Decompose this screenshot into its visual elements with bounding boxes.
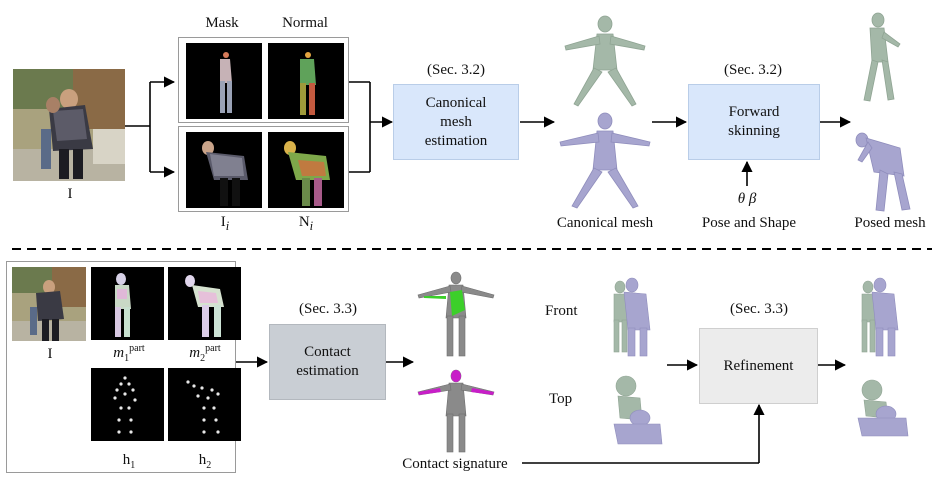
mask-thumbnail-person-1	[186, 43, 262, 119]
m1-base: m	[113, 345, 125, 361]
sec-label-forward: (Sec. 3.2)	[724, 62, 782, 78]
m2-sup: part	[205, 343, 221, 354]
mask-thumbnail-person-2	[186, 132, 262, 208]
theta-beta-label: θ β	[737, 191, 757, 207]
contact-estimation-text: Contact estimation	[296, 344, 359, 379]
contact-estimation-box: Contact estimation	[269, 324, 386, 400]
label-Ii-sub: i	[225, 219, 230, 233]
m1-sub: 1	[124, 353, 130, 364]
sec-label-refine: (Sec. 3.3)	[730, 301, 788, 317]
m1-part-label: m1part	[102, 343, 156, 364]
canonical-mesh-label: Canonical mesh	[556, 215, 654, 231]
refinement-box: Refinement	[699, 328, 818, 404]
sec-label-contact: (Sec. 3.3)	[299, 301, 357, 317]
m2-part-label: m2part	[178, 343, 232, 364]
normal-thumbnail-person-1	[268, 43, 344, 119]
sec-label-canonical: (Sec. 3.2)	[427, 62, 485, 78]
label-Ii-base: I	[220, 214, 226, 230]
mask-column-header: Mask	[205, 15, 239, 31]
h1-sub: 1	[130, 460, 136, 471]
pose-shape-label: Pose and Shape	[701, 215, 797, 231]
m1-sup: part	[129, 343, 145, 354]
top-view-label: Top	[549, 391, 573, 407]
input-label-top: I	[67, 186, 73, 202]
input-photo-top	[13, 69, 125, 181]
m2-sub: 2	[200, 353, 206, 364]
h2-base: h	[198, 452, 207, 468]
normal-thumbnail-person-2	[268, 132, 344, 208]
forward-skinning-box: Forward skinning	[688, 84, 820, 160]
label-Ii: Ii	[195, 214, 255, 234]
h1-base: h	[122, 452, 131, 468]
input-photo-bottom	[12, 267, 86, 341]
part-mask-1-thumbnail	[91, 267, 164, 340]
heatmap-1-thumbnail	[91, 368, 164, 441]
label-Ni: Ni	[276, 214, 336, 234]
heatmap-2-thumbnail	[168, 368, 241, 441]
h1-label: h1	[102, 452, 156, 471]
normal-column-header: Normal	[282, 15, 328, 31]
posed-mesh-label: Posed mesh	[854, 215, 926, 231]
canonical-mesh-estimation-box: Canonical mesh estimation	[393, 84, 519, 160]
refinement-text: Refinement	[723, 357, 794, 374]
m2-base: m	[189, 345, 201, 361]
canonical-mesh-estimation-text: Canonical mesh estimation	[424, 94, 488, 149]
front-view-label: Front	[545, 303, 578, 319]
label-Ni-base: N	[298, 214, 310, 230]
forward-skinning-text: Forward skinning	[728, 104, 780, 139]
input-label-bottom: I	[47, 346, 53, 362]
h2-label: h2	[178, 452, 232, 471]
contact-signature-label: Contact signature	[402, 456, 508, 472]
part-mask-2-thumbnail	[168, 267, 241, 340]
h2-sub: 2	[206, 460, 212, 471]
label-Ni-sub: i	[309, 219, 314, 233]
